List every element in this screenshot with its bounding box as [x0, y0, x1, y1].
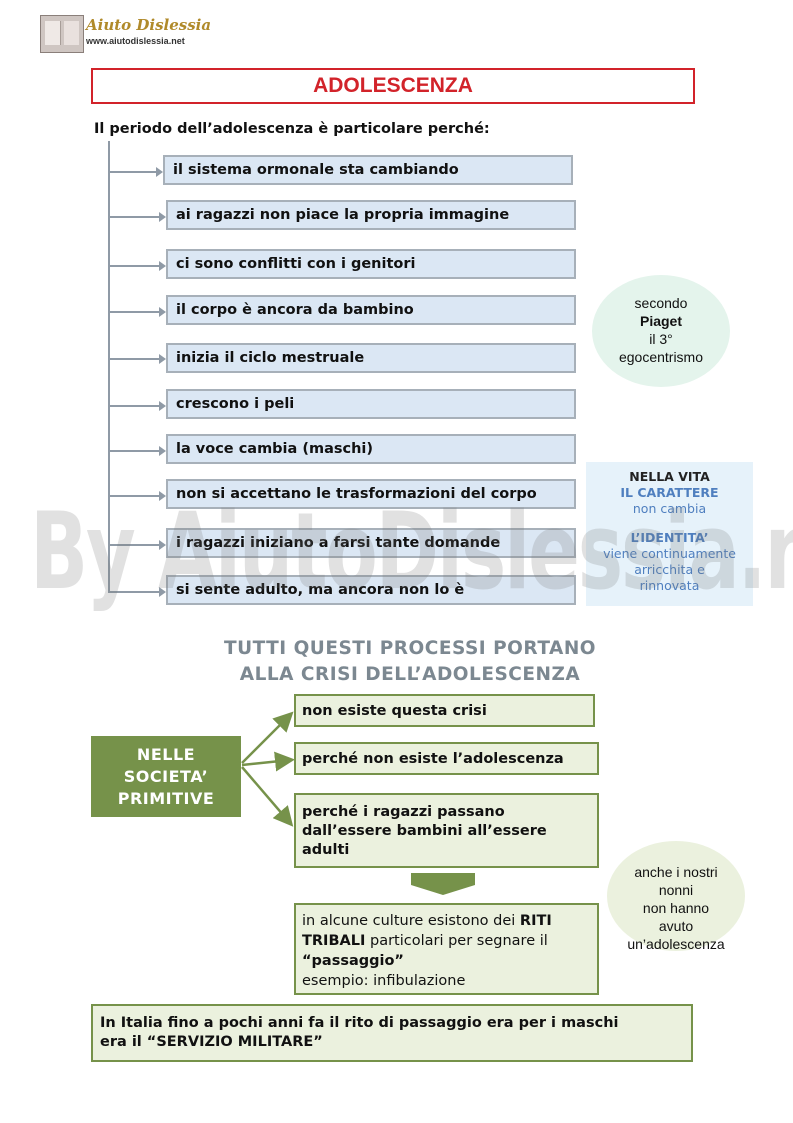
connector-line: [108, 591, 159, 593]
italy-line: In Italia fino a pochi anni fa il rito d…: [100, 1015, 619, 1031]
reason-box: la voce cambia (maschi): [166, 434, 576, 464]
rites-text: in alcune culture esistono dei: [302, 913, 520, 929]
nonni-line: un’adolescenza: [627, 936, 725, 952]
box-line: perché i ragazzi passano: [302, 804, 505, 820]
green-box: perché non esiste l’adolescenza: [294, 742, 599, 775]
reason-box: non si accettano le trasformazioni del c…: [166, 479, 576, 509]
arrow-right-icon: [159, 491, 166, 501]
reason-box: ai ragazzi non piace la propria immagine: [166, 200, 576, 230]
society-line: SOCIETA’: [123, 766, 209, 786]
reason-box: il corpo è ancora da bambino: [166, 295, 576, 325]
rites-box: in alcune culture esistono dei RITI TRIB…: [294, 903, 599, 995]
tree-trunk-line: [108, 141, 110, 593]
box-line: dall’essere bambini all’essere: [302, 823, 547, 839]
headline-line: TUTTI QUESTI PROCESSI PORTANO: [223, 638, 597, 659]
society-line: NELLE: [136, 744, 196, 764]
arrow-right-icon: [159, 587, 166, 597]
piaget-line: egocentrismo: [618, 349, 704, 365]
life-identity: L’IDENTITA’: [630, 530, 709, 545]
arrow-right-icon: [159, 307, 166, 317]
connector-line: [108, 265, 159, 267]
rites-bold: TRIBALI: [302, 933, 366, 949]
connector-line: [108, 544, 159, 546]
rites-example: esempio: infibulazione: [302, 973, 466, 989]
piaget-line: il 3°: [649, 331, 673, 347]
life-note-box: NELLA VITA IL CARATTERE non cambia L’IDE…: [586, 462, 753, 606]
nonni-line: avuto: [658, 918, 694, 934]
rites-bold: “passaggio”: [302, 953, 404, 969]
life-text: non cambia: [632, 501, 707, 516]
life-text: arricchita e: [634, 562, 705, 577]
rites-bold: RITI: [519, 913, 552, 929]
arrow-down-right-icon: [241, 766, 294, 827]
connector-line: [108, 311, 159, 313]
connector-line: [108, 358, 159, 360]
arrow-up-right-icon: [241, 711, 294, 764]
italy-box: In Italia fino a pochi anni fa il rito d…: [91, 1004, 693, 1062]
life-text: rinnovata: [639, 578, 700, 593]
nonni-line: anche i nostri: [634, 864, 718, 880]
arrow-right-icon: [159, 354, 166, 364]
reason-box: inizia il ciclo mestruale: [166, 343, 576, 373]
logo-url: www.aiutodislessia.net: [86, 36, 185, 46]
italy-line: era il “SERVIZIO MILITARE”: [100, 1034, 323, 1050]
green-box: perché i ragazzi passano dall’essere bam…: [294, 793, 599, 868]
connector-line: [108, 405, 159, 407]
reason-box: si sente adulto, ma ancora non lo è: [166, 575, 576, 605]
arrow-right-icon: [159, 212, 166, 222]
piaget-bubble: secondo Piaget il 3° egocentrismo: [592, 275, 730, 387]
primitive-societies-box: NELLE SOCIETA’ PRIMITIVE: [91, 736, 241, 817]
grandparents-bubble: anche i nostri nonni non hanno avuto un’…: [607, 841, 745, 952]
piaget-line: secondo: [634, 295, 688, 311]
box-line: adulti: [302, 842, 350, 858]
green-box: non esiste questa crisi: [294, 694, 595, 727]
piaget-name: Piaget: [639, 313, 682, 329]
headline-line: ALLA CRISI DELL’ADOLESCENZA: [239, 664, 581, 685]
branch-arrows: [241, 711, 295, 827]
arrow-right-icon: [159, 446, 166, 456]
reason-box: crescono i peli: [166, 389, 576, 419]
nonni-line: nonni: [658, 882, 694, 898]
logo-book-icon: [40, 15, 84, 53]
nonni-line: non hanno: [642, 900, 710, 916]
life-text: viene continuamente: [603, 546, 736, 561]
reason-box: i ragazzi iniziano a farsi tante domande: [166, 528, 576, 558]
arrow-right-icon: [159, 261, 166, 271]
arrow-right-icon: [156, 167, 163, 177]
arrow-right-icon: [159, 540, 166, 550]
crisis-headline: TUTTI QUESTI PROCESSI PORTANO ALLA CRISI…: [150, 636, 670, 688]
arrow-right-icon: [241, 751, 295, 772]
arrow-right-icon: [159, 401, 166, 411]
rites-text: particolari per segnare il: [365, 933, 548, 949]
reason-box: il sistema ormonale sta cambiando: [163, 155, 573, 185]
reason-box: ci sono conflitti con i genitori: [166, 249, 576, 279]
connector-line: [108, 216, 159, 218]
intro-text: Il periodo dell’adolescenza è particolar…: [94, 121, 490, 137]
connector-line: [108, 495, 159, 497]
connector-line: [108, 450, 159, 452]
connector-line: [108, 171, 156, 173]
life-heading: NELLA VITA: [629, 469, 710, 484]
life-character: IL CARATTERE: [620, 485, 719, 500]
chevron-down-icon: [411, 873, 475, 895]
society-line: PRIMITIVE: [117, 788, 215, 808]
logo-name: Aiuto Dislessia: [86, 16, 212, 34]
page-title: ADOLESCENZA: [91, 68, 695, 104]
